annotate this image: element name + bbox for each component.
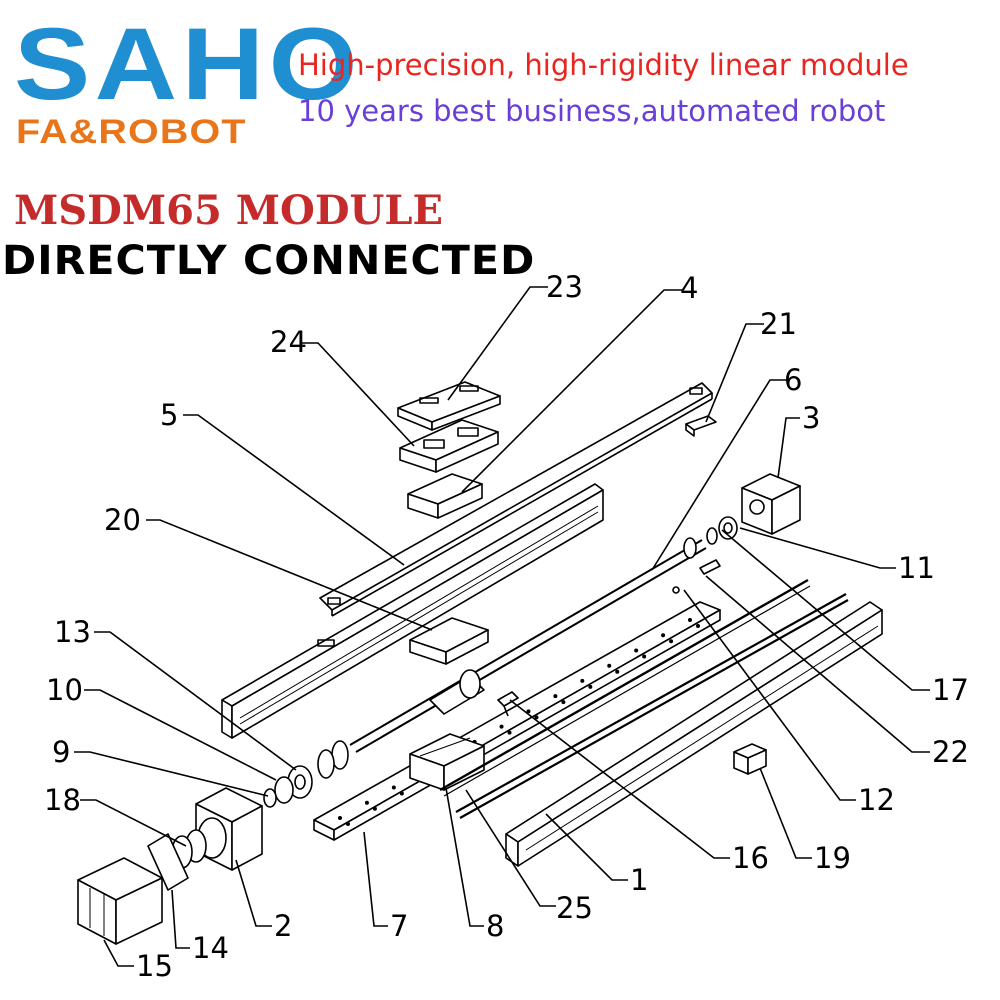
mounting-hole	[696, 624, 700, 628]
label-20: 20	[104, 503, 141, 537]
mounting-hole	[642, 654, 647, 659]
label-7: 7	[390, 909, 408, 943]
mounting-hole	[607, 663, 612, 668]
mounting-hole	[399, 791, 404, 796]
label-13: 13	[54, 615, 91, 649]
label-16: 16	[732, 841, 769, 875]
shaft-coupling	[147, 829, 207, 891]
small-pin	[672, 559, 721, 594]
label-15: 15	[136, 949, 173, 983]
sensor-bracket	[733, 743, 767, 775]
stepper-motor	[77, 857, 163, 945]
label-11: 11	[898, 551, 935, 585]
motor-flange	[195, 787, 263, 871]
mounting-hole	[507, 730, 512, 735]
cover-plate	[319, 382, 713, 617]
header-line-1: High-precision, high-rigidity linear mod…	[298, 48, 909, 82]
mounting-hole	[588, 684, 593, 689]
mounting-hole	[561, 700, 566, 705]
label-4: 4	[680, 271, 698, 305]
guide-strip	[455, 593, 849, 819]
label-12: 12	[858, 783, 895, 817]
connection-subtitle: DIRECTLY CONNECTED	[2, 238, 536, 284]
label-10: 10	[46, 673, 83, 707]
seal-strip	[439, 578, 811, 797]
linear-carriage	[409, 733, 485, 791]
label-19: 19	[814, 841, 851, 875]
label-8: 8	[486, 909, 504, 943]
label-1: 1	[630, 863, 648, 897]
mounting-hole	[499, 724, 504, 729]
mounting-hole	[580, 678, 585, 683]
brand-logo: SAHO	[14, 7, 362, 121]
label-25: 25	[556, 891, 593, 925]
label-23: 23	[546, 270, 583, 304]
label-6: 6	[784, 363, 802, 397]
label-5: 5	[160, 398, 178, 432]
mounting-hole	[526, 709, 531, 714]
mounting-hole	[372, 806, 377, 811]
label-24: 24	[270, 325, 307, 359]
label-18: 18	[44, 783, 81, 817]
mounting-hole	[553, 694, 558, 699]
header-line-2: 10 years best business,automated robot	[298, 94, 886, 128]
end-block	[685, 415, 717, 437]
main-profile	[505, 601, 883, 867]
mounting-hole	[688, 618, 692, 622]
mounting-hole	[391, 785, 396, 790]
base-channel	[221, 483, 604, 739]
mounting-hole	[615, 669, 620, 674]
coupling-bearings	[263, 765, 313, 808]
leader-lines	[74, 286, 930, 967]
label-21: 21	[760, 307, 797, 341]
mounting-hole	[534, 715, 539, 720]
end-housing	[741, 473, 801, 535]
ball-screw	[317, 537, 707, 779]
stopper-clip	[497, 691, 519, 717]
label-17: 17	[932, 673, 969, 707]
mounting-hole	[364, 800, 369, 805]
mounting-hole	[346, 822, 350, 826]
label-9: 9	[52, 735, 70, 769]
carriage-plate-top	[397, 381, 501, 431]
mounting-hole	[634, 648, 639, 653]
label-14: 14	[192, 931, 229, 965]
mounting-hole	[338, 816, 342, 820]
label-2: 2	[274, 909, 292, 943]
rail-block	[409, 617, 489, 665]
mounting-hole	[661, 633, 666, 638]
carriage-plate-lower	[399, 419, 499, 473]
brand-tagline: FA&ROBOT	[16, 113, 247, 151]
end-bearing	[706, 516, 738, 545]
model-title: MSDM65 MODULE	[14, 187, 444, 234]
mounting-hole	[669, 639, 674, 644]
label-3: 3	[802, 401, 820, 435]
label-22: 22	[932, 735, 969, 769]
slide-block	[407, 473, 483, 519]
